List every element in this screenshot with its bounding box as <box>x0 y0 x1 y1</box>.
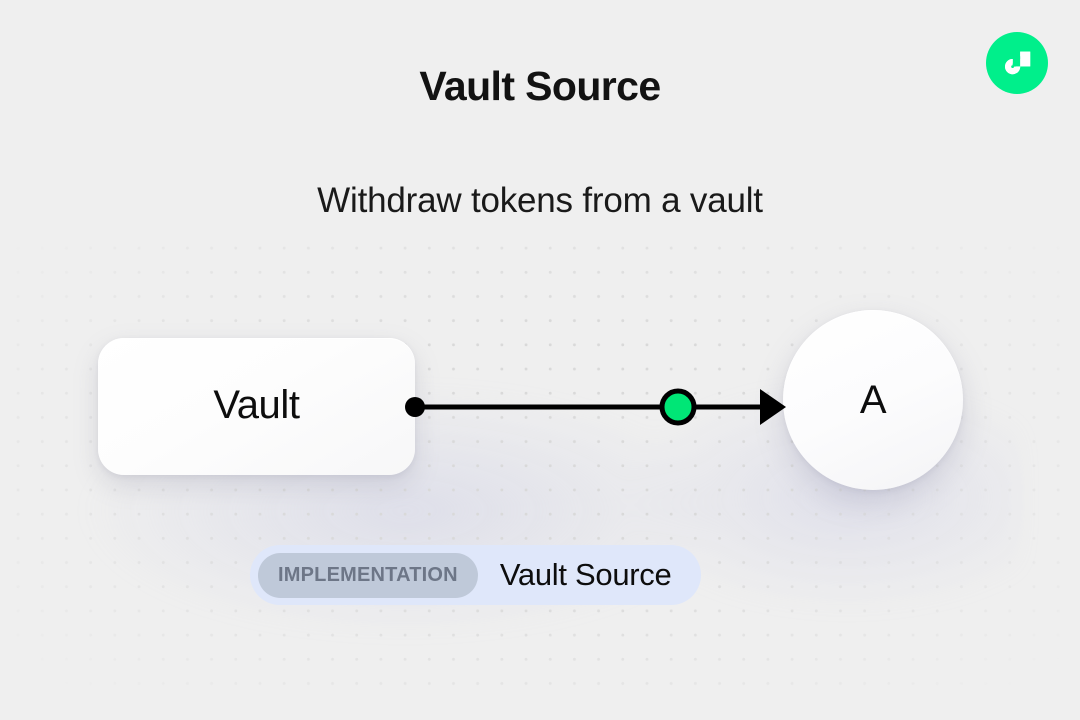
node-label-a: A <box>859 377 887 422</box>
graph-node-a[interactable]: A <box>783 310 963 490</box>
page-subtitle: Withdraw tokens from a vault <box>317 181 763 220</box>
implementation-name: Vault Source <box>499 557 672 592</box>
node-label-vault: Vault <box>213 383 300 427</box>
page-title: Vault Source <box>419 63 661 109</box>
implementation-badge[interactable]: IMPLEMENTATION Vault Source <box>250 545 702 605</box>
flow-logo-icon <box>986 32 1048 94</box>
edge-source-handle[interactable] <box>405 397 425 417</box>
edge-marker-dot[interactable] <box>659 388 697 426</box>
edge-arrowhead-icon <box>760 389 786 425</box>
graph-node-vault[interactable]: Vault <box>98 338 415 475</box>
implementation-tag: IMPLEMENTATION <box>258 552 478 598</box>
